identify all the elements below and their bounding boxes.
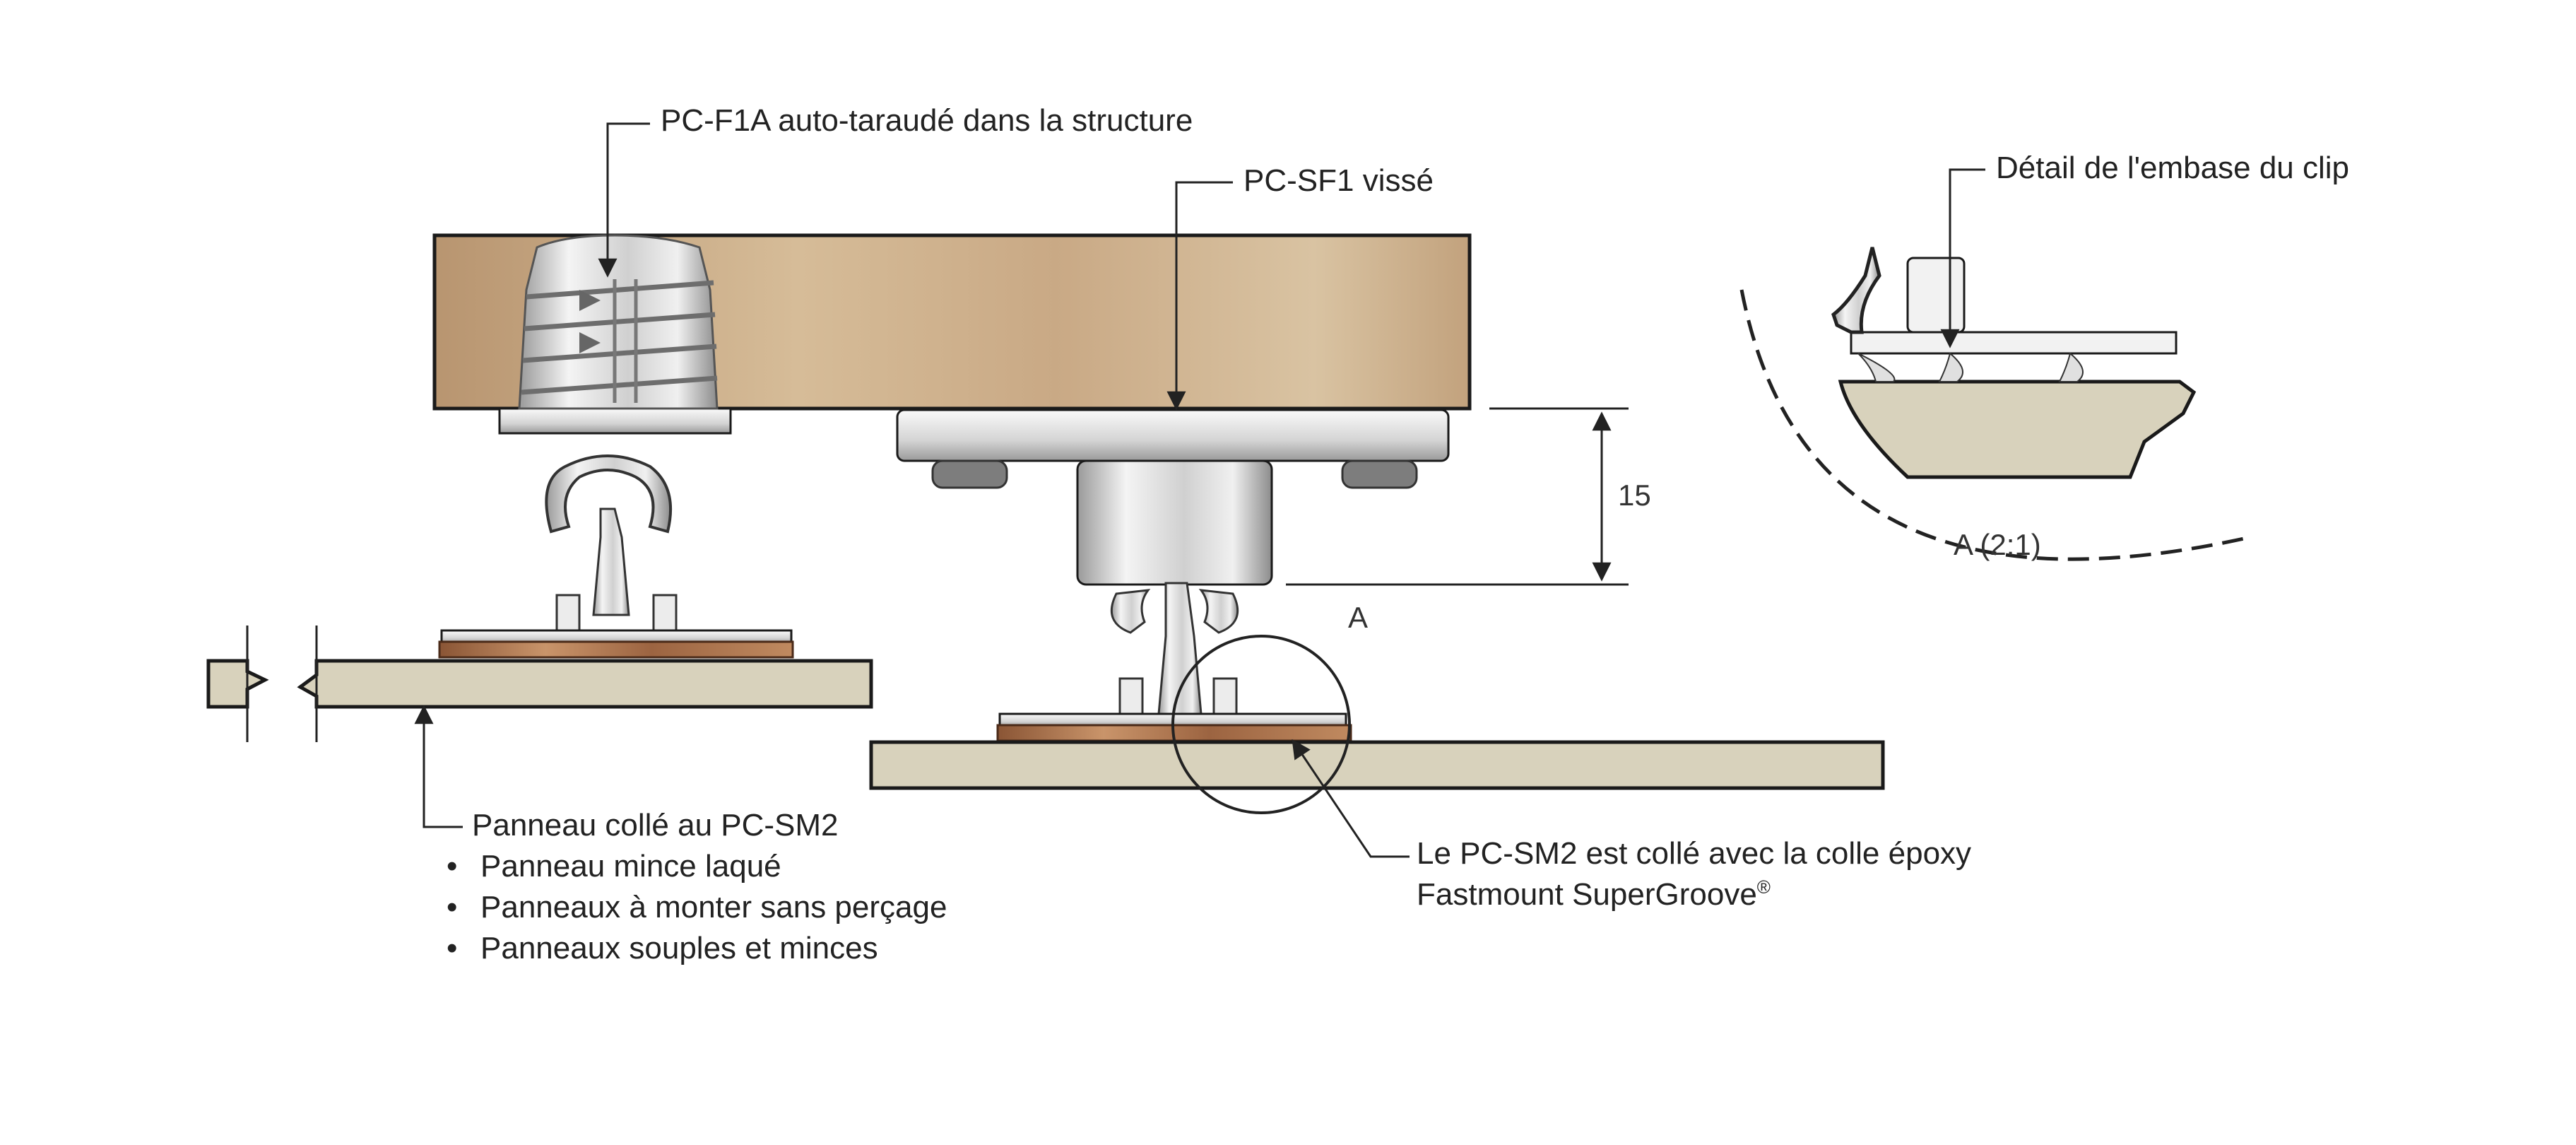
right-clip [996, 582, 1352, 742]
bullet-dot: • [447, 849, 457, 883]
left-panel [206, 626, 873, 742]
label-pc-sf1: PC-SF1 vissé [1243, 163, 1434, 198]
registered-mark: ® [1757, 876, 1771, 898]
pc-f1a-insert [498, 234, 732, 435]
right-panel [869, 740, 1885, 790]
bullet-dot: • [447, 931, 457, 965]
detail-marker-circle [1171, 635, 1351, 814]
section-letter: A [1348, 601, 1368, 634]
bullet-item: Panneaux à monter sans perçage [480, 890, 947, 924]
bullet-item: Panneau mince laqué [480, 849, 781, 883]
bullet-dot: • [447, 890, 457, 924]
dimension-15 [1286, 407, 1629, 586]
detail-view [1739, 247, 2251, 561]
left-clip [438, 454, 794, 659]
pc-sf1-base [896, 409, 1450, 586]
panneau-bullet-list: • Panneau mince laqué • Panneaux à monte… [447, 849, 947, 965]
label-detail-clip: Détail de l'embase du clip [1996, 151, 2349, 185]
detail-scale-label: A (2:1) [1954, 528, 2041, 561]
label-panneau-title: Panneau collé au PC-SM2 [472, 808, 839, 842]
dimension-value: 15 [1618, 478, 1651, 512]
leader-lines [414, 122, 1985, 858]
bullet-item: Panneaux souples et minces [480, 931, 878, 965]
supergroove-text: Fastmount SuperGroove [1417, 877, 1757, 912]
label-epoxy-line1: Le PC-SM2 est collé avec la colle époxy [1417, 836, 1971, 871]
label-pc-f1a: PC-F1A auto-taraudé dans la structure [661, 103, 1193, 138]
label-epoxy-line2: Fastmount SuperGroove® [1417, 876, 1771, 912]
